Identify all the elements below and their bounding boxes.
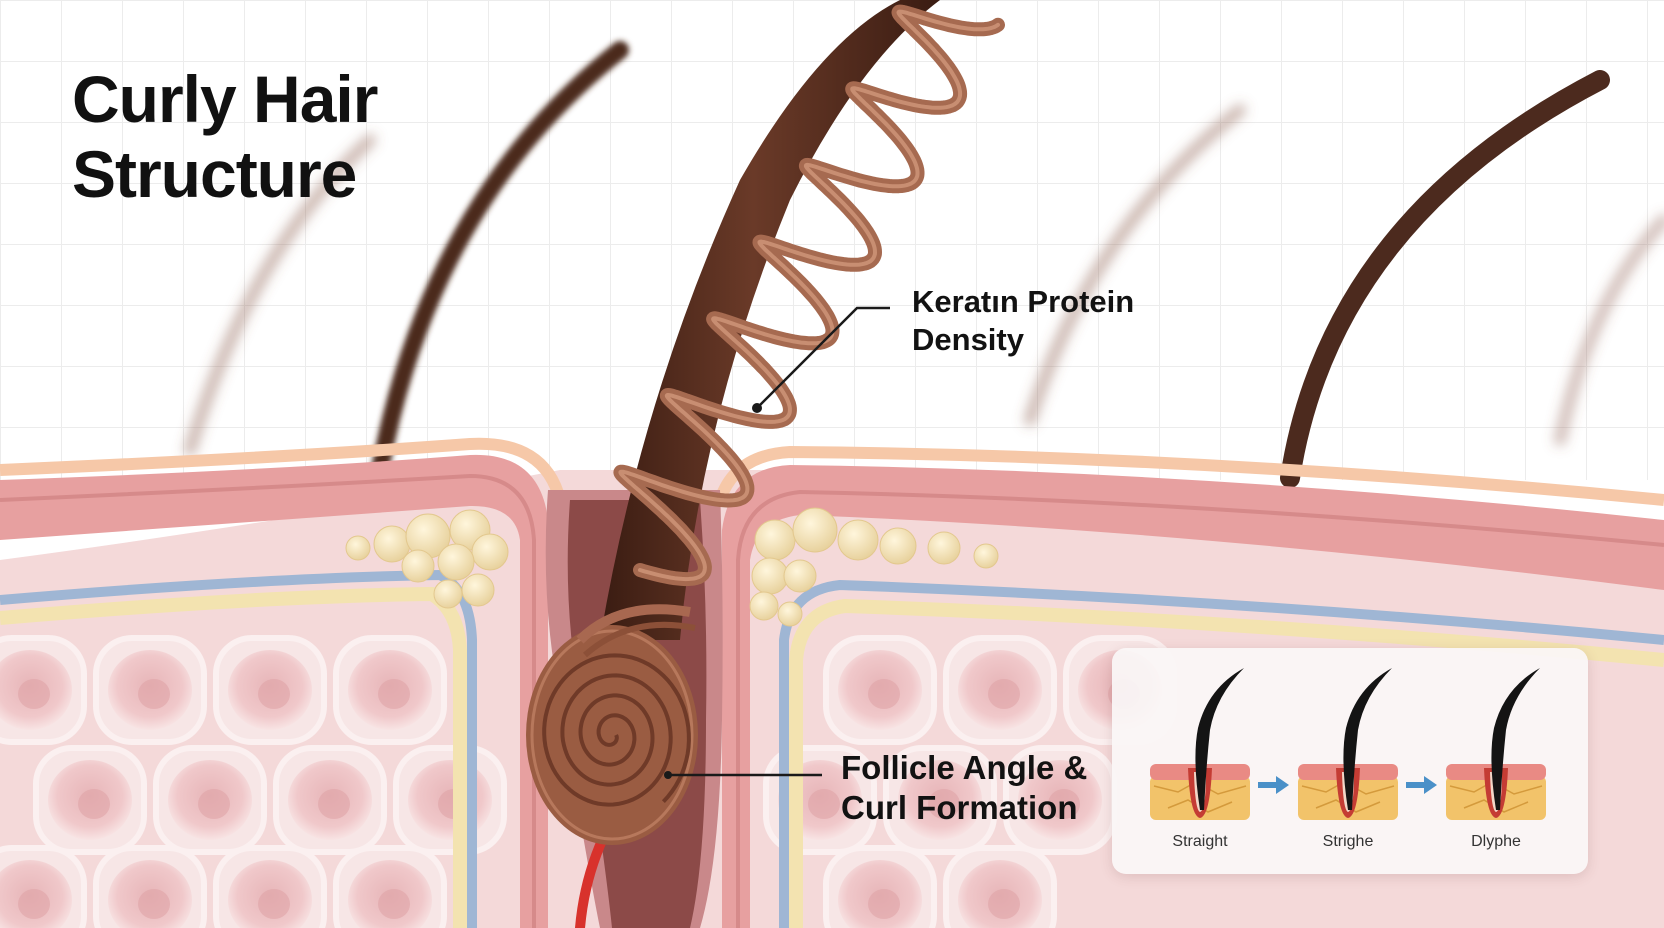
follicle-icon <box>1150 668 1250 820</box>
fat-globule <box>461 573 495 607</box>
dermis-cell <box>943 845 1057 928</box>
inset-follicle-3: Dlyphe <box>1444 668 1548 858</box>
side-hairs <box>371 41 629 479</box>
inset-label-3: Dlyphe <box>1471 833 1521 850</box>
follicle-icon <box>1298 668 1398 820</box>
fat-globule <box>471 533 509 571</box>
dermis-cell <box>0 635 87 745</box>
dermis-cell <box>943 635 1057 745</box>
follicle-comparison-inset: Straight Strighe Dlyphe <box>1112 648 1588 874</box>
dermis-cell <box>883 745 997 855</box>
fat-globule <box>783 559 817 593</box>
skin-layers-left <box>0 437 566 928</box>
title-line-1: Curly Hair <box>72 62 378 136</box>
fat-globule <box>433 579 463 609</box>
hair-bulb <box>526 604 698 845</box>
fat-globule <box>837 519 879 561</box>
fat-globules-left <box>345 509 509 609</box>
dermis-cell <box>213 635 327 745</box>
dermis-cell <box>33 745 147 855</box>
dermis-cell <box>213 845 327 928</box>
fat-globule <box>777 601 803 627</box>
fat-globule <box>401 549 435 583</box>
fat-globule <box>749 591 779 621</box>
follicle-callout-line-2: Curl Formation <box>841 789 1078 826</box>
fat-globule <box>345 535 371 561</box>
keratin-callout: Keratın Protein Density <box>912 283 1134 359</box>
title-line-2: Structure <box>72 137 357 211</box>
arrow-right-icon <box>1406 776 1437 794</box>
dermis-cell <box>823 845 937 928</box>
diagram-title: Curly Hair Structure <box>72 62 378 212</box>
side-hair-right <box>1280 70 1610 488</box>
dermis-cell <box>273 745 387 855</box>
dermis-cell <box>823 635 937 745</box>
dermis-cell <box>333 845 447 928</box>
dermis-cell <box>333 635 447 745</box>
follicle-icon <box>1446 668 1546 820</box>
inset-follicle-2: Strighe <box>1296 668 1400 858</box>
dermis-cell <box>153 745 267 855</box>
fat-globule <box>927 531 961 565</box>
inset-label-straight: Straight <box>1172 833 1228 850</box>
dermis-cell <box>393 745 507 855</box>
follicle-callout-line-1: Follicle Angle & <box>841 749 1088 786</box>
fat-globules-right <box>749 507 999 627</box>
dermis-cell <box>1003 745 1117 855</box>
fat-globule <box>437 543 475 581</box>
background-hairs <box>184 104 1664 456</box>
arrow-right-icon <box>1258 776 1289 794</box>
hair-shaft <box>600 0 940 640</box>
fat-globule <box>754 519 796 561</box>
keratin-callout-line-2: Density <box>912 322 1024 357</box>
inset-follicle-straight: Straight <box>1148 668 1252 858</box>
inset-label-2: Strighe <box>1322 833 1374 850</box>
dermis-cell <box>93 635 207 745</box>
fat-globule <box>751 557 789 595</box>
fat-globule <box>879 527 917 565</box>
dermis-cell <box>93 845 207 928</box>
dermis-cells <box>0 635 1177 928</box>
fat-globule <box>973 543 999 569</box>
keratin-callout-line-1: Keratın Protein <box>912 284 1135 319</box>
follicle-leader-line <box>664 771 822 779</box>
fat-globule <box>792 507 838 553</box>
follicle-callout: Follicle Angle & Curl Formation <box>841 748 1087 828</box>
hair-curl-highlight <box>618 9 1000 582</box>
dermis-cell <box>0 845 87 928</box>
keratin-leader-line <box>752 306 890 413</box>
